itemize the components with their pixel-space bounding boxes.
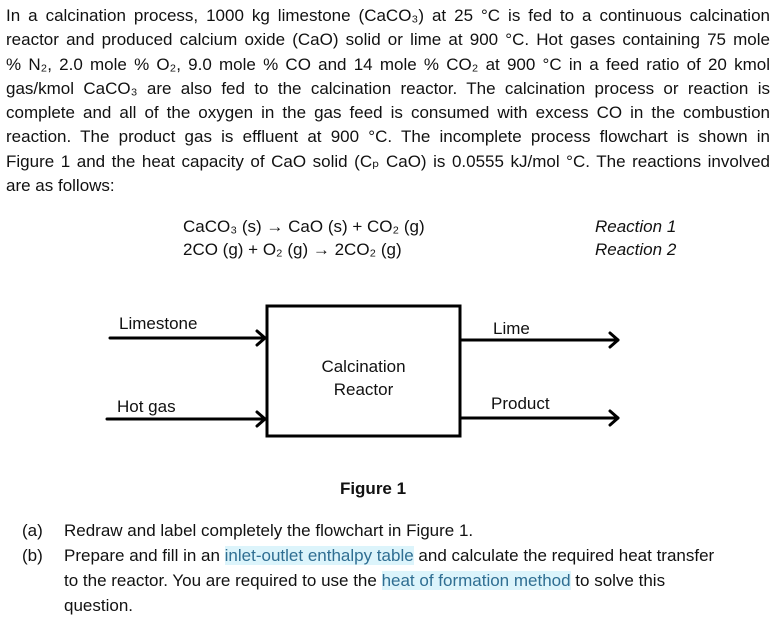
- question-b-line1: Prepare and fill in an inlet-outlet enth…: [64, 546, 714, 566]
- product-arrowhead: [608, 409, 620, 427]
- text: to the reactor. You are required to use …: [64, 571, 382, 590]
- problem-line: reactor and produced calcium oxide (CaO)…: [6, 30, 770, 50]
- highlight-heat-of-formation: heat of formation method: [381, 571, 571, 590]
- question-a: (a) Redraw and label completely the flow…: [22, 521, 473, 541]
- text: to solve this: [570, 571, 666, 590]
- reaction-1-equation: CaCO₃ (s) → CaO (s) + CO₂ (g): [183, 217, 425, 236]
- figure-caption: Figure 1: [339, 479, 407, 498]
- problem-line: Figure 1 and the heat capacity of CaO so…: [6, 151, 770, 171]
- hot-gas-label: Hot gas: [117, 397, 176, 416]
- problem-line: reaction. The product gas is effluent at…: [6, 127, 770, 147]
- problem-line: complete and all of the oxygen in the ga…: [6, 103, 770, 123]
- hot-gas-arrowhead: [255, 410, 267, 428]
- question-b-marker: (b): [22, 546, 43, 565]
- reaction-2-label: Reaction 2: [595, 240, 677, 259]
- problem-statement: In a calcination process, 1000 kg limest…: [6, 4, 770, 198]
- text: Prepare and fill in an: [64, 546, 225, 565]
- reaction-2-equation: 2CO (g) + O₂ (g) → 2CO₂ (g): [183, 240, 402, 259]
- product-label: Product: [491, 394, 550, 413]
- question-b-line2: to the reactor. You are required to use …: [64, 571, 665, 591]
- problem-line: are as follows:: [6, 176, 115, 196]
- question-a-marker: (a): [22, 521, 43, 540]
- reactor-label-line2: Reactor: [333, 380, 394, 399]
- problem-line: In a calcination process, 1000 kg limest…: [6, 6, 770, 25]
- highlight-enthalpy-table: inlet-outlet enthalpy table: [224, 546, 414, 565]
- question-a-text: Redraw and label completely the flowchar…: [64, 521, 474, 540]
- limestone-label: Limestone: [119, 314, 198, 333]
- problem-line: % N₂, 2.0 mole % O₂, 9.0 mole % CO and 1…: [6, 54, 770, 74]
- problem-line: gas/kmol CaCO₃ are also fed to the calci…: [6, 78, 770, 98]
- reactor-box: [265, 304, 462, 438]
- lime-arrowhead: [608, 331, 620, 349]
- question-b-line3: question.: [64, 596, 133, 615]
- reactor-label-line1: Calcination: [321, 357, 406, 376]
- reaction-1-label: Reaction 1: [595, 217, 677, 236]
- limestone-arrowhead: [255, 329, 267, 347]
- question-b: (b): [22, 546, 43, 566]
- lime-label: Lime: [493, 319, 530, 338]
- text: and calculate the required heat transfer: [413, 546, 715, 565]
